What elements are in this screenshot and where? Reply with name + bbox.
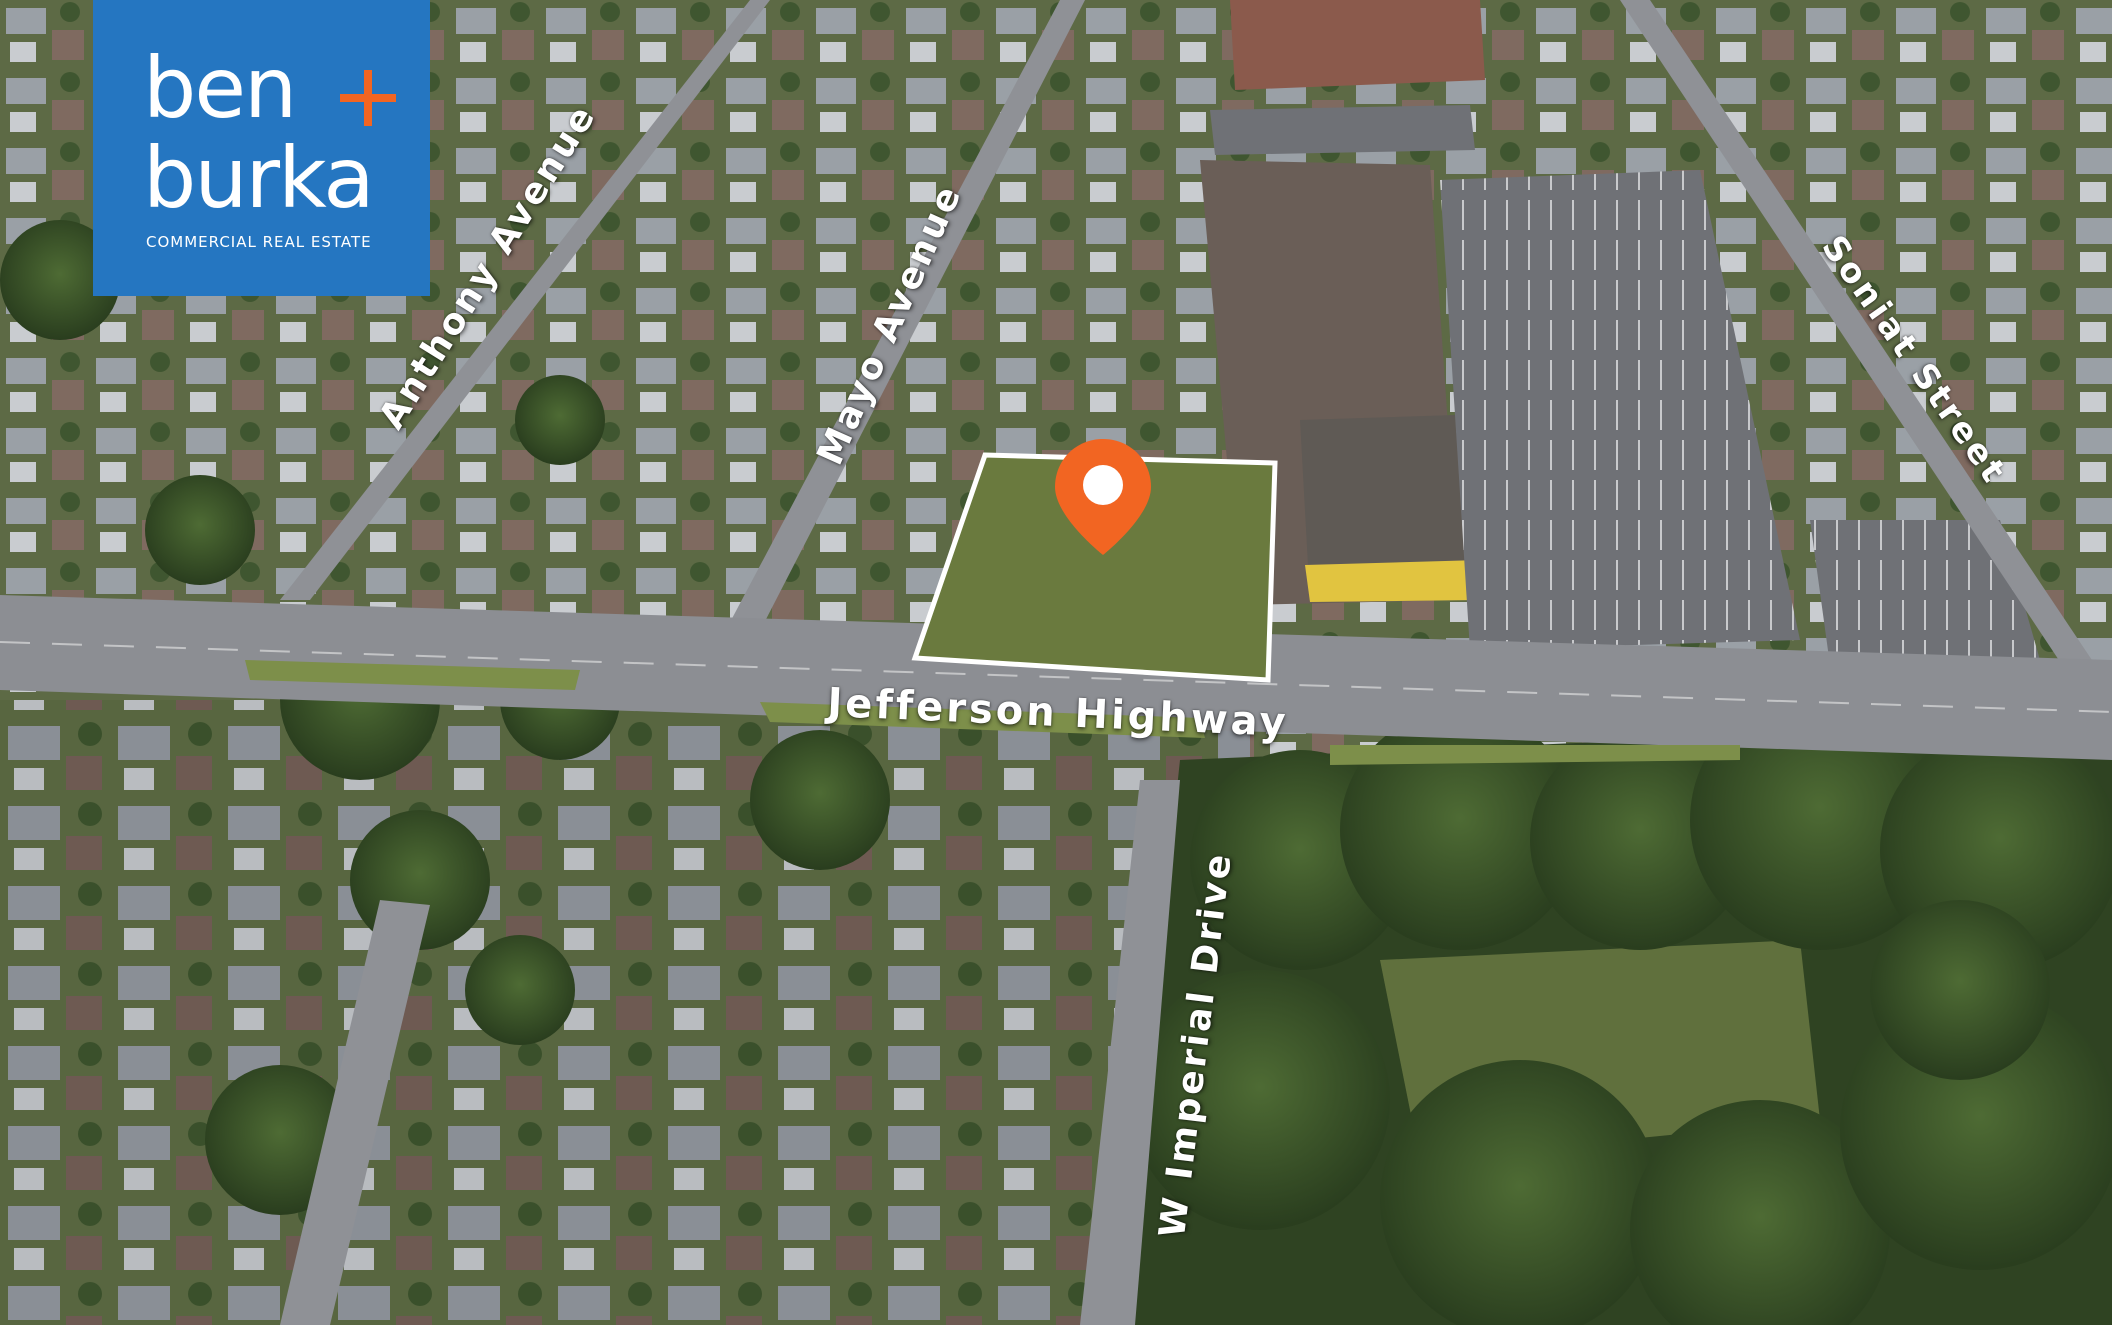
parking-lot [1440,170,1800,650]
highway-median [760,702,1205,738]
w-imperial-drive-road [1080,780,1180,1325]
mayo-avenue-road [710,0,1085,660]
south-residential-road [280,900,430,1325]
brand-word-ben: ben [143,39,297,137]
shopping-center-annex [1300,415,1470,602]
storefront-facade [1305,560,1480,602]
soniat-street-road [1620,0,2112,740]
brand-tagline: COMMERCIAL REAL ESTATE [146,233,372,251]
apartment-parking [1210,105,1475,155]
anthony-avenue-road [280,0,770,600]
location-pin-icon[interactable] [1055,439,1151,555]
tree-canopy [0,220,2112,1325]
subject-lot-outline [911,452,1278,683]
plus-icon [340,70,396,126]
apartment-complex [1230,0,1485,90]
highway-median-west [245,660,580,690]
neighborhood-south [0,700,1250,1325]
subject-lot [915,455,1275,680]
brand-logo: ben burka COMMERCIAL REAL ESTATE [93,0,430,296]
brand-word-burka: burka [143,129,375,227]
highway-median-east [1330,745,1740,765]
side-parking [1810,520,2040,665]
